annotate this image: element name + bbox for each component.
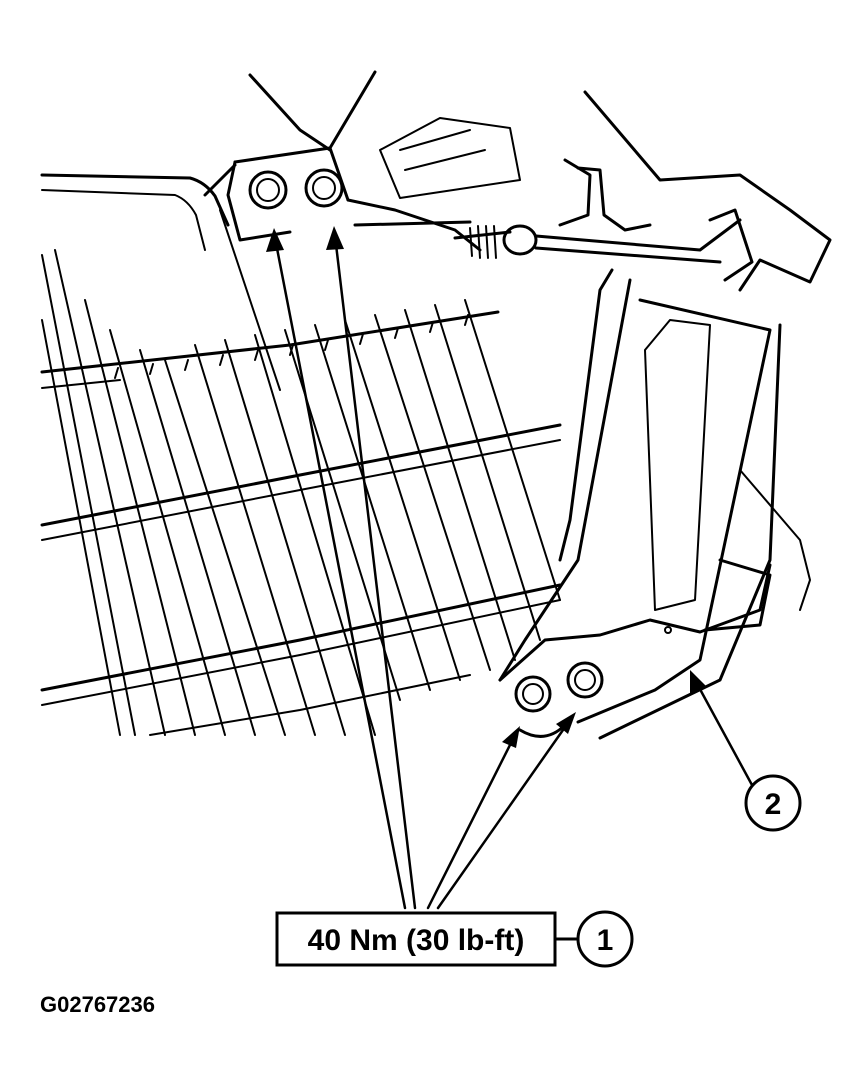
leader-lines-callout-1 — [273, 234, 572, 910]
latch-cable — [453, 158, 742, 264]
callout-number-1: 1 — [597, 924, 614, 957]
leader-line-callout-2 — [693, 678, 754, 787]
upper-bracket — [203, 70, 521, 252]
arrowheads-callout-1 — [266, 226, 576, 748]
callout-circle-2: 2 — [744, 774, 802, 832]
callout-circle-1: 1 — [576, 910, 634, 968]
callout-number-2: 2 — [765, 788, 782, 821]
torque-callout-box: 40 Nm (30 lb-ft) — [275, 911, 582, 967]
figure-id-code: G02767236 — [40, 992, 155, 1017]
upper-left-bolt-icon — [248, 170, 288, 210]
radiator-core — [40, 173, 562, 736]
torque-spec-label: 40 Nm (30 lb-ft) — [308, 924, 525, 957]
arrowhead-callout-2 — [690, 670, 706, 694]
lower-left-bolt-icon — [514, 675, 552, 713]
support-bracket — [498, 90, 832, 740]
lower-right-bolt-icon — [566, 661, 604, 699]
upper-right-bolt-icon — [304, 168, 344, 208]
